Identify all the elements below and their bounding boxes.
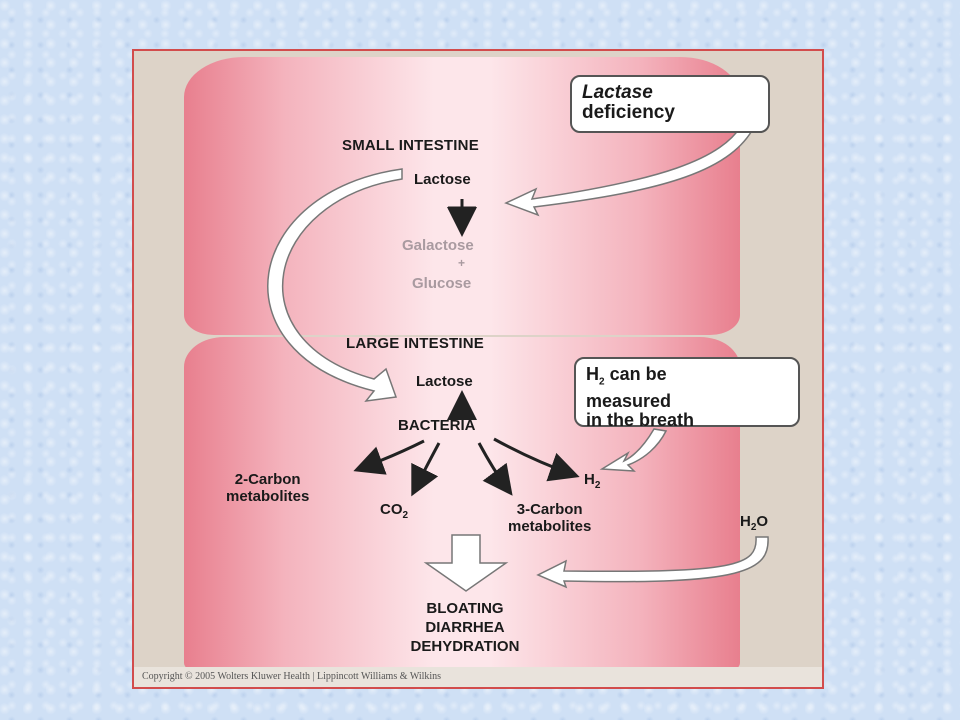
h2-label: H2 <box>584 471 601 491</box>
arrows-layer <box>267 120 769 592</box>
arrow-to-2-carbon <box>353 439 425 475</box>
co2-label: CO2 <box>380 501 409 521</box>
callout-h2-line1: H2 can be <box>586 364 667 388</box>
blocked-conversion-arrow <box>447 199 477 237</box>
h2-pointer-arrow <box>599 428 668 472</box>
arrow-to-3-carbon <box>477 442 513 496</box>
callout-lactase-line1: Lactase <box>582 82 653 103</box>
plus-label: + <box>458 256 466 270</box>
lactose-small-label: Lactose <box>414 171 471 188</box>
lactose-large-label: Lactose <box>416 373 473 390</box>
h2o-label: H2O <box>740 513 769 533</box>
lactase-deficiency-callout: Lactase deficiency <box>570 75 770 133</box>
callout-h2-line2: measured <box>586 390 672 411</box>
callout-h2-line3: in the breath <box>586 409 695 430</box>
outcomes-list: BLOATING DIARRHEA DEHYDRATION <box>356 599 574 656</box>
outcome-dehydration: DEHYDRATION <box>410 638 520 655</box>
small-intestine-heading: SMALL INTESTINE <box>342 137 479 154</box>
outcome-down-arrow <box>423 534 509 592</box>
callout-lactase-line2: deficiency <box>582 102 675 123</box>
glucose-label: Glucose <box>412 275 472 292</box>
lactase-pointer-arrow <box>504 120 758 217</box>
diagram-frame: Lactase deficiency H2 can be measured in… <box>132 49 824 689</box>
large-intestine-heading: LARGE INTESTINE <box>346 335 485 352</box>
arrow-to-co2 <box>411 442 441 497</box>
arrow-to-h2 <box>493 437 580 482</box>
h2o-pointer-arrow <box>536 536 769 589</box>
h2-breath-callout: H2 can be measured in the breath <box>574 357 800 430</box>
bacteria-label: BACTERIA <box>398 417 476 434</box>
copyright-notice: Copyright © 2005 Wolters Kluwer Health |… <box>134 667 822 687</box>
galactose-label: Galactose <box>402 237 474 254</box>
transit-curve-arrow <box>267 168 403 402</box>
outcome-diarrhea: DIARRHEA <box>425 619 505 636</box>
outcome-bloating: BLOATING <box>426 600 504 617</box>
